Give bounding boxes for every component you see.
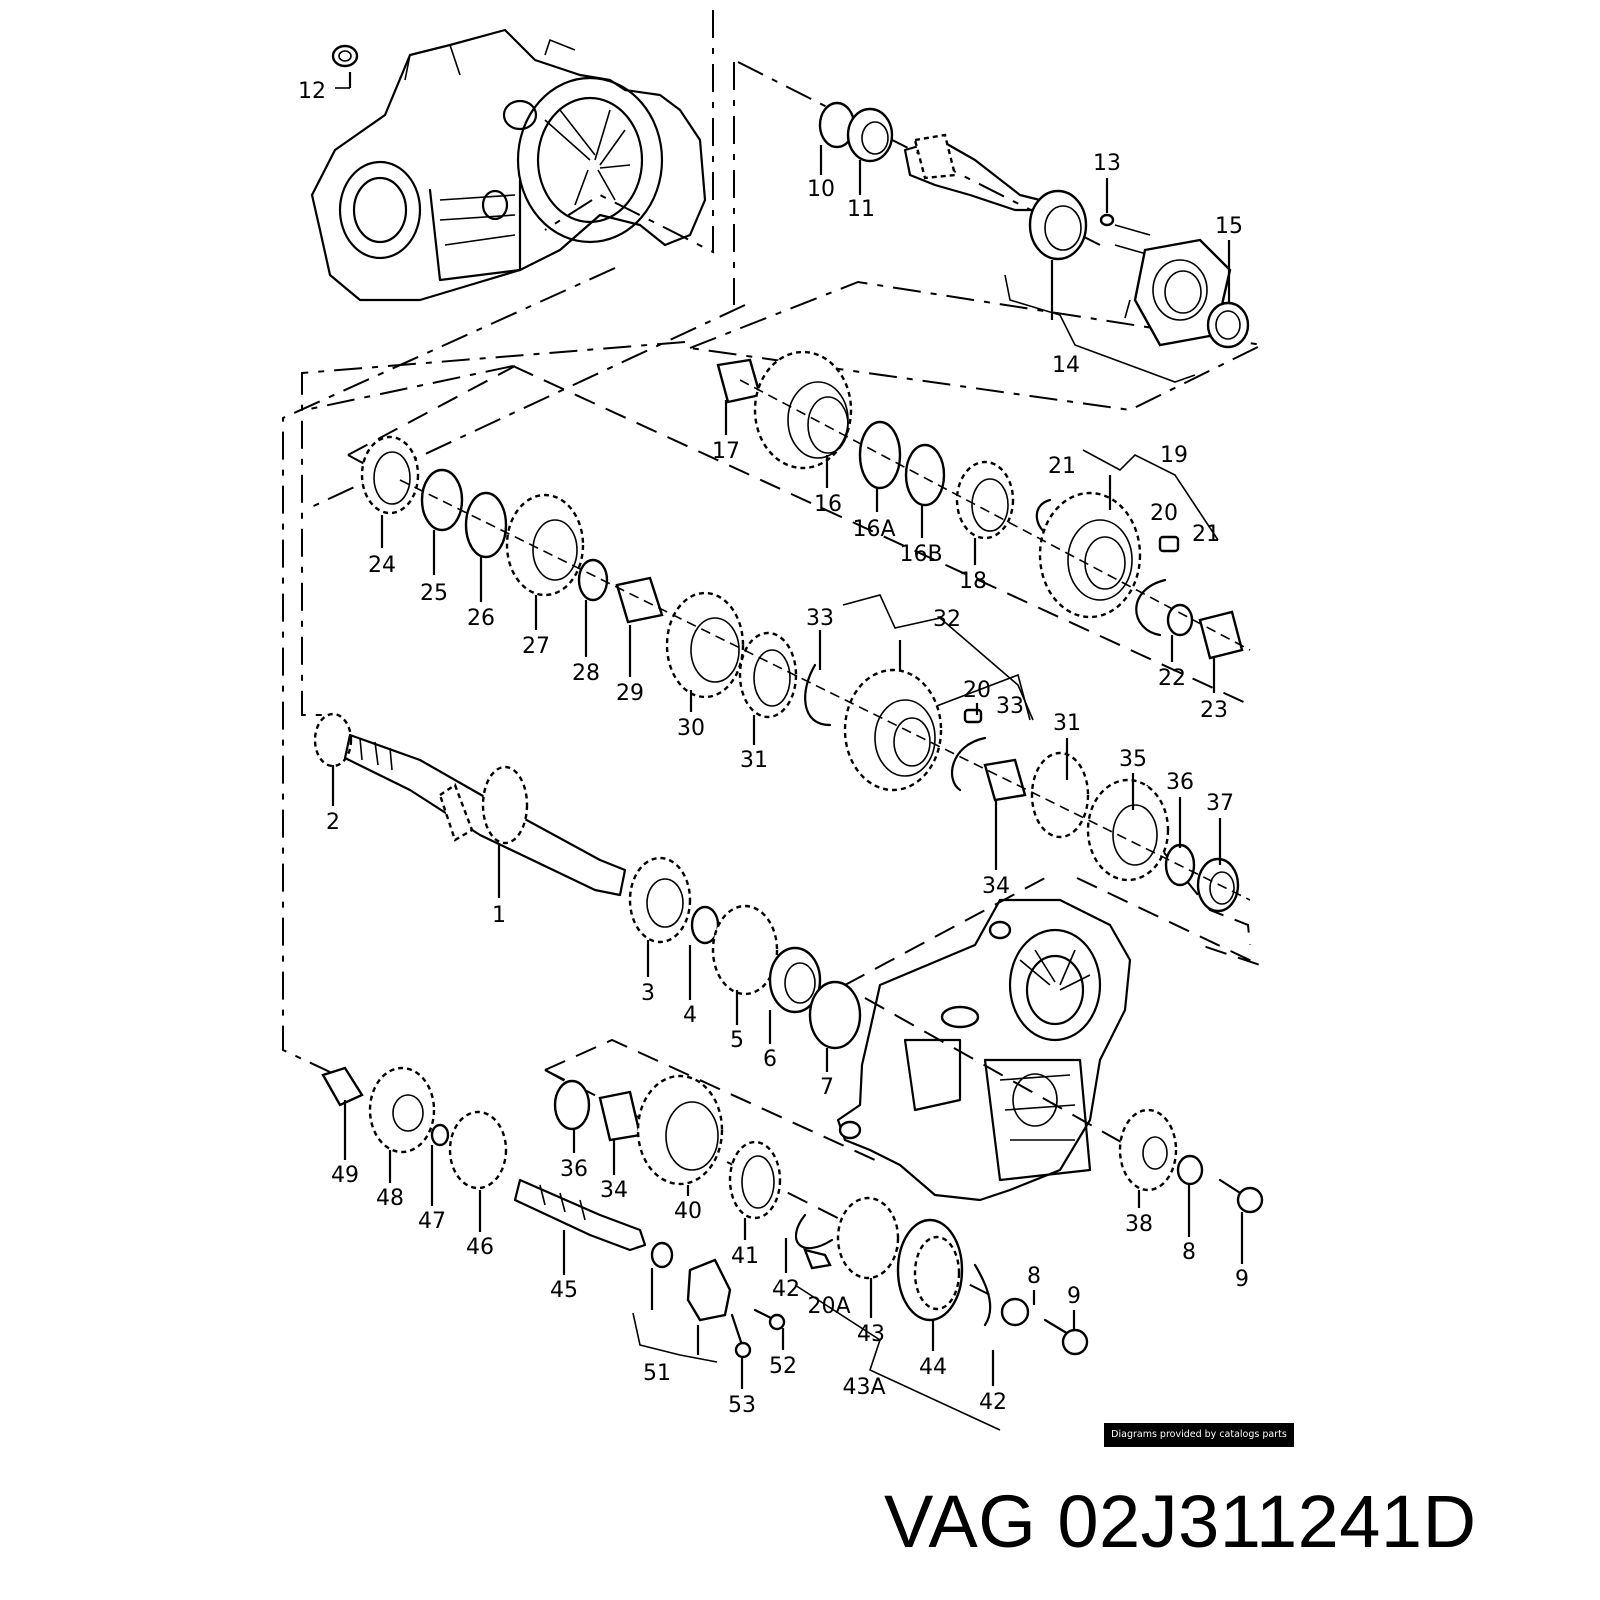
callout-label-18: 18 (959, 569, 987, 594)
callout-label-24: 24 (368, 553, 396, 578)
callout-label-27: 27 (522, 634, 550, 659)
callout-label-31: 31 (740, 748, 768, 773)
callout-label-8: 8 (1182, 1240, 1196, 1265)
callout-label-32: 32 (933, 607, 961, 632)
callout-label-1: 1 (492, 903, 506, 928)
middle-gear-cluster (360, 435, 1251, 913)
callout-label-20: 20 (1150, 501, 1178, 526)
callout-label-31: 31 (1053, 711, 1081, 736)
callout-label-36: 36 (560, 1157, 588, 1182)
callout-label-41: 41 (731, 1244, 759, 1269)
callout-label-5: 5 (730, 1028, 744, 1053)
callout-label-34: 34 (982, 874, 1010, 899)
callout-label-44: 44 (919, 1355, 947, 1380)
callout-label-52: 52 (769, 1354, 797, 1379)
callout-label-30: 30 (677, 716, 705, 741)
callout-label-35: 35 (1119, 747, 1147, 772)
callout-label-13: 13 (1093, 151, 1121, 176)
callout-label-2: 2 (326, 810, 340, 835)
callout-label-7: 7 (820, 1075, 834, 1100)
callout-label-28: 28 (572, 661, 600, 686)
callout-label-16A: 16A (852, 517, 895, 542)
callout-label-10: 10 (807, 177, 835, 202)
callout-label-20A: 20A (807, 1294, 850, 1319)
callout-label-15: 15 (1215, 214, 1243, 239)
lower-gear-cluster (321, 1066, 1089, 1359)
callout-label-25: 25 (420, 581, 448, 606)
callout-label-20: 20 (963, 678, 991, 703)
callout-label-16B: 16B (899, 542, 942, 567)
callout-label-3: 3 (641, 981, 655, 1006)
callout-label-16: 16 (814, 492, 842, 517)
callout-label-42: 42 (979, 1390, 1007, 1415)
callout-label-22: 22 (1158, 666, 1186, 691)
callout-label-43: 43 (857, 1322, 885, 1347)
input-shaft (313, 712, 862, 1050)
callout-label-49: 49 (331, 1163, 359, 1188)
callout-label-38: 38 (1125, 1212, 1153, 1237)
callout-label-42: 42 (772, 1277, 800, 1302)
gearbox-housing-upper (310, 28, 707, 302)
callout-label-14: 14 (1052, 353, 1080, 378)
callout-label-6: 6 (763, 1047, 777, 1072)
callout-label-8: 8 (1027, 1264, 1041, 1289)
callout-label-29: 29 (616, 681, 644, 706)
callout-label-43A: 43A (842, 1375, 885, 1400)
callout-label-37: 37 (1206, 791, 1234, 816)
callout-label-46: 46 (466, 1235, 494, 1260)
callout-label-9: 9 (1067, 1284, 1081, 1309)
callout-label-40: 40 (674, 1199, 702, 1224)
callout-label-17: 17 (712, 439, 740, 464)
callout-label-45: 45 (550, 1278, 578, 1303)
gearbox-housing-lower (836, 898, 1264, 1214)
callout-label-21: 21 (1048, 454, 1076, 479)
leader-lines (331, 145, 1244, 1389)
callout-label-26: 26 (467, 606, 495, 631)
upper-gear-cluster (716, 350, 1251, 660)
callout-label-23: 23 (1200, 698, 1228, 723)
callout-labels: 121011131514171616A16B192120211824252627… (298, 79, 1249, 1418)
callout-label-19: 19 (1160, 443, 1188, 468)
callout-label-33: 33 (806, 606, 834, 631)
pinion-shaft-assembly (818, 101, 1250, 349)
callout-label-34: 34 (600, 1178, 628, 1203)
callout-label-4: 4 (683, 1003, 697, 1028)
callout-label-33: 33 (996, 694, 1024, 719)
callout-label-9: 9 (1235, 1267, 1249, 1292)
callout-label-11: 11 (847, 197, 875, 222)
watermark-banner: Diagrams provided by catalogs parts (1104, 1423, 1294, 1447)
callout-label-21: 21 (1192, 522, 1220, 547)
part-number-title: VAG 02J311241D (884, 1480, 1477, 1563)
callout-label-51: 51 (643, 1361, 671, 1386)
callout-label-47: 47 (418, 1209, 446, 1234)
callout-label-48: 48 (376, 1186, 404, 1211)
callout-label-53: 53 (728, 1393, 756, 1418)
callout-label-12: 12 (298, 79, 326, 104)
callout-label-36: 36 (1166, 770, 1194, 795)
